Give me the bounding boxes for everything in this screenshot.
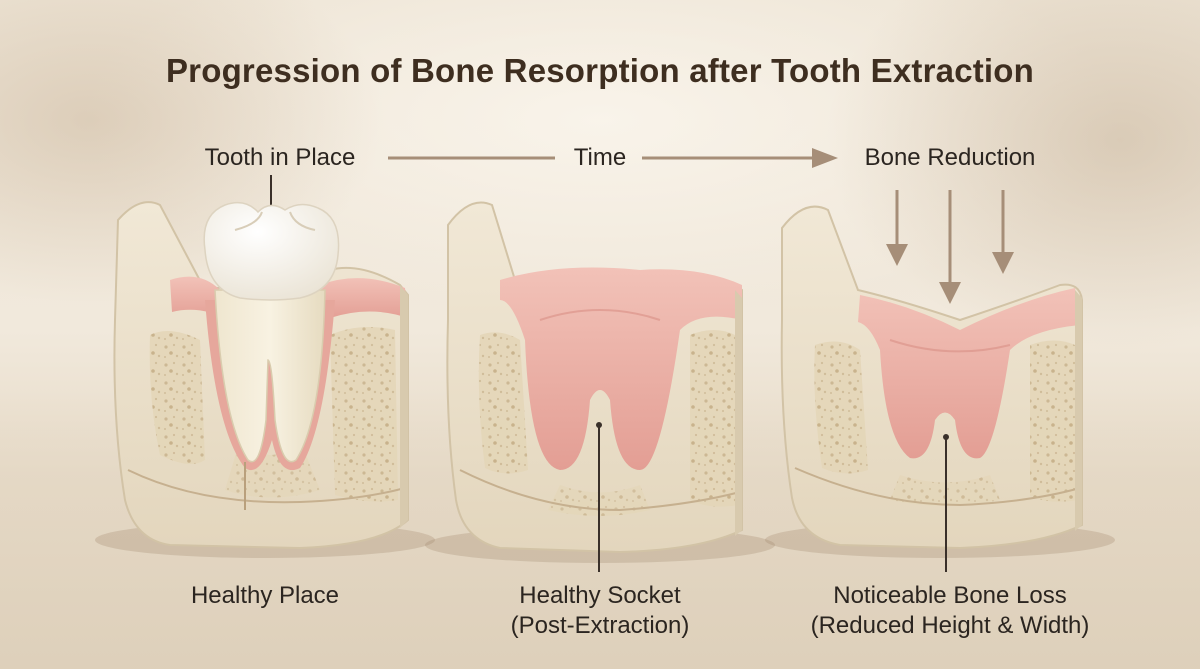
timeline-arrow [388, 148, 838, 168]
stage-2-caption: Healthy Socket (Post-Extraction) [460, 581, 740, 641]
stage-2-caption-line1: Healthy Socket [519, 582, 681, 609]
page-title: Progression of Bone Resorption after Too… [165, 52, 1035, 89]
socket-pointer-dot [596, 422, 602, 428]
stage-1-caption: Healthy Place [130, 581, 400, 611]
stage-3-caption: Noticeable Bone Loss (Reduced Height & W… [790, 581, 1110, 641]
bone-loss-pointer-dot [943, 434, 949, 440]
stage-1-caption-line1: Healthy Place [190, 582, 340, 609]
jaw-section-socket [425, 201, 775, 563]
bone-reduction-arrows [886, 190, 1014, 304]
timeline-end-label: Bone Reduction [864, 144, 1036, 171]
stage-3-caption-line1: Noticeable Bone Loss [833, 582, 1067, 609]
jaw-section-tooth [95, 201, 435, 558]
stage-3-caption-line2: (Reduced Height & Width) [810, 612, 1090, 639]
jaw-section-bone-loss [765, 205, 1115, 558]
stage-2-caption-line2: (Post-Extraction) [510, 612, 690, 639]
timeline-middle-label: Time [573, 144, 627, 171]
timeline-start-label: Tooth in Place [204, 144, 356, 171]
